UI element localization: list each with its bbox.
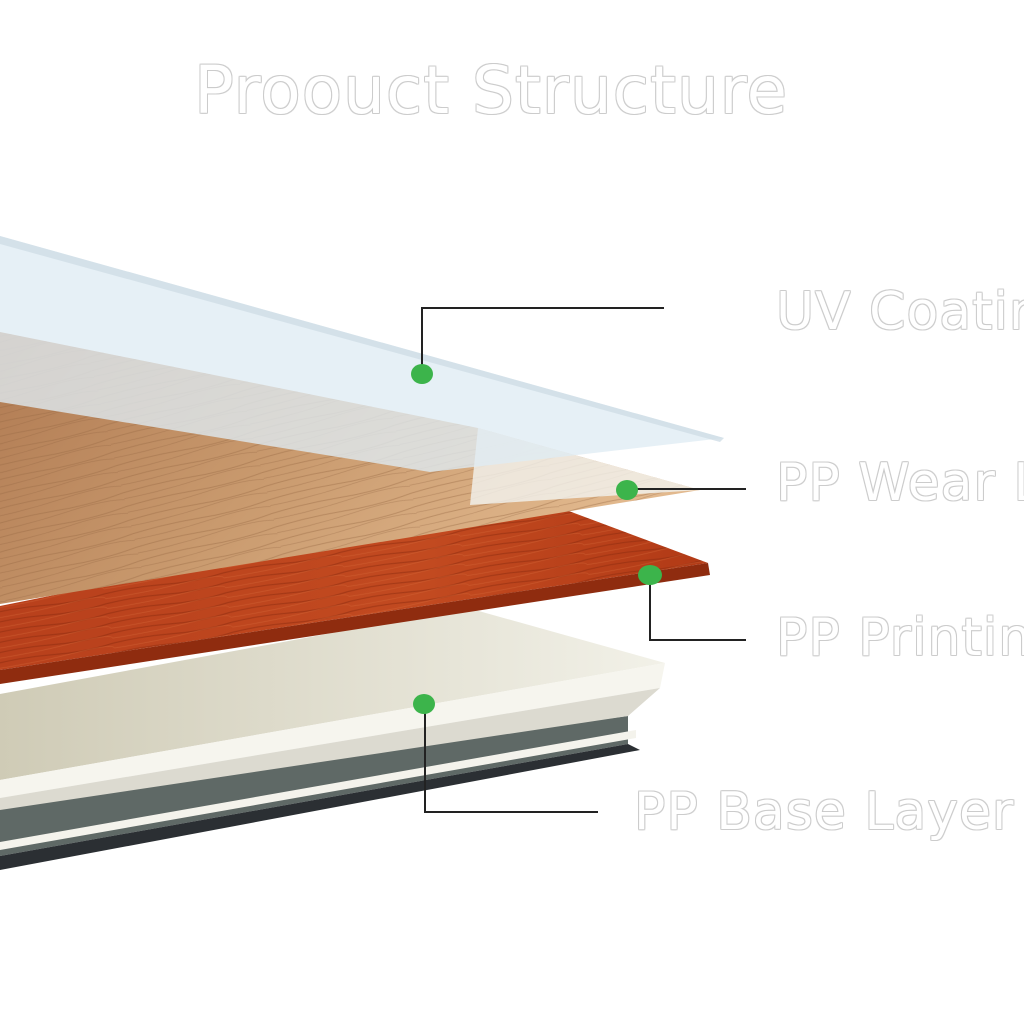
label-wear-layer: PP Wear L (776, 453, 1024, 513)
uv-coating-shape (0, 236, 724, 472)
label-uv-coating: UV Coatin (776, 282, 1024, 342)
marker-uv (411, 364, 433, 384)
label-base-layer: PP Base Layer (634, 782, 1015, 842)
label-printing-layer: PP Printin (776, 608, 1024, 668)
markers (411, 364, 662, 714)
marker-base (413, 694, 435, 714)
leader-line-base (424, 704, 598, 813)
base-layer-shape (0, 608, 665, 870)
printing-layer-shape (0, 498, 710, 684)
leader-line-uv (421, 307, 664, 372)
marker-wear (616, 480, 638, 500)
diagram-title: Proouct Structure (194, 52, 789, 129)
marker-print (638, 565, 662, 585)
leader-lines (421, 307, 746, 813)
leader-line-print (649, 575, 746, 641)
